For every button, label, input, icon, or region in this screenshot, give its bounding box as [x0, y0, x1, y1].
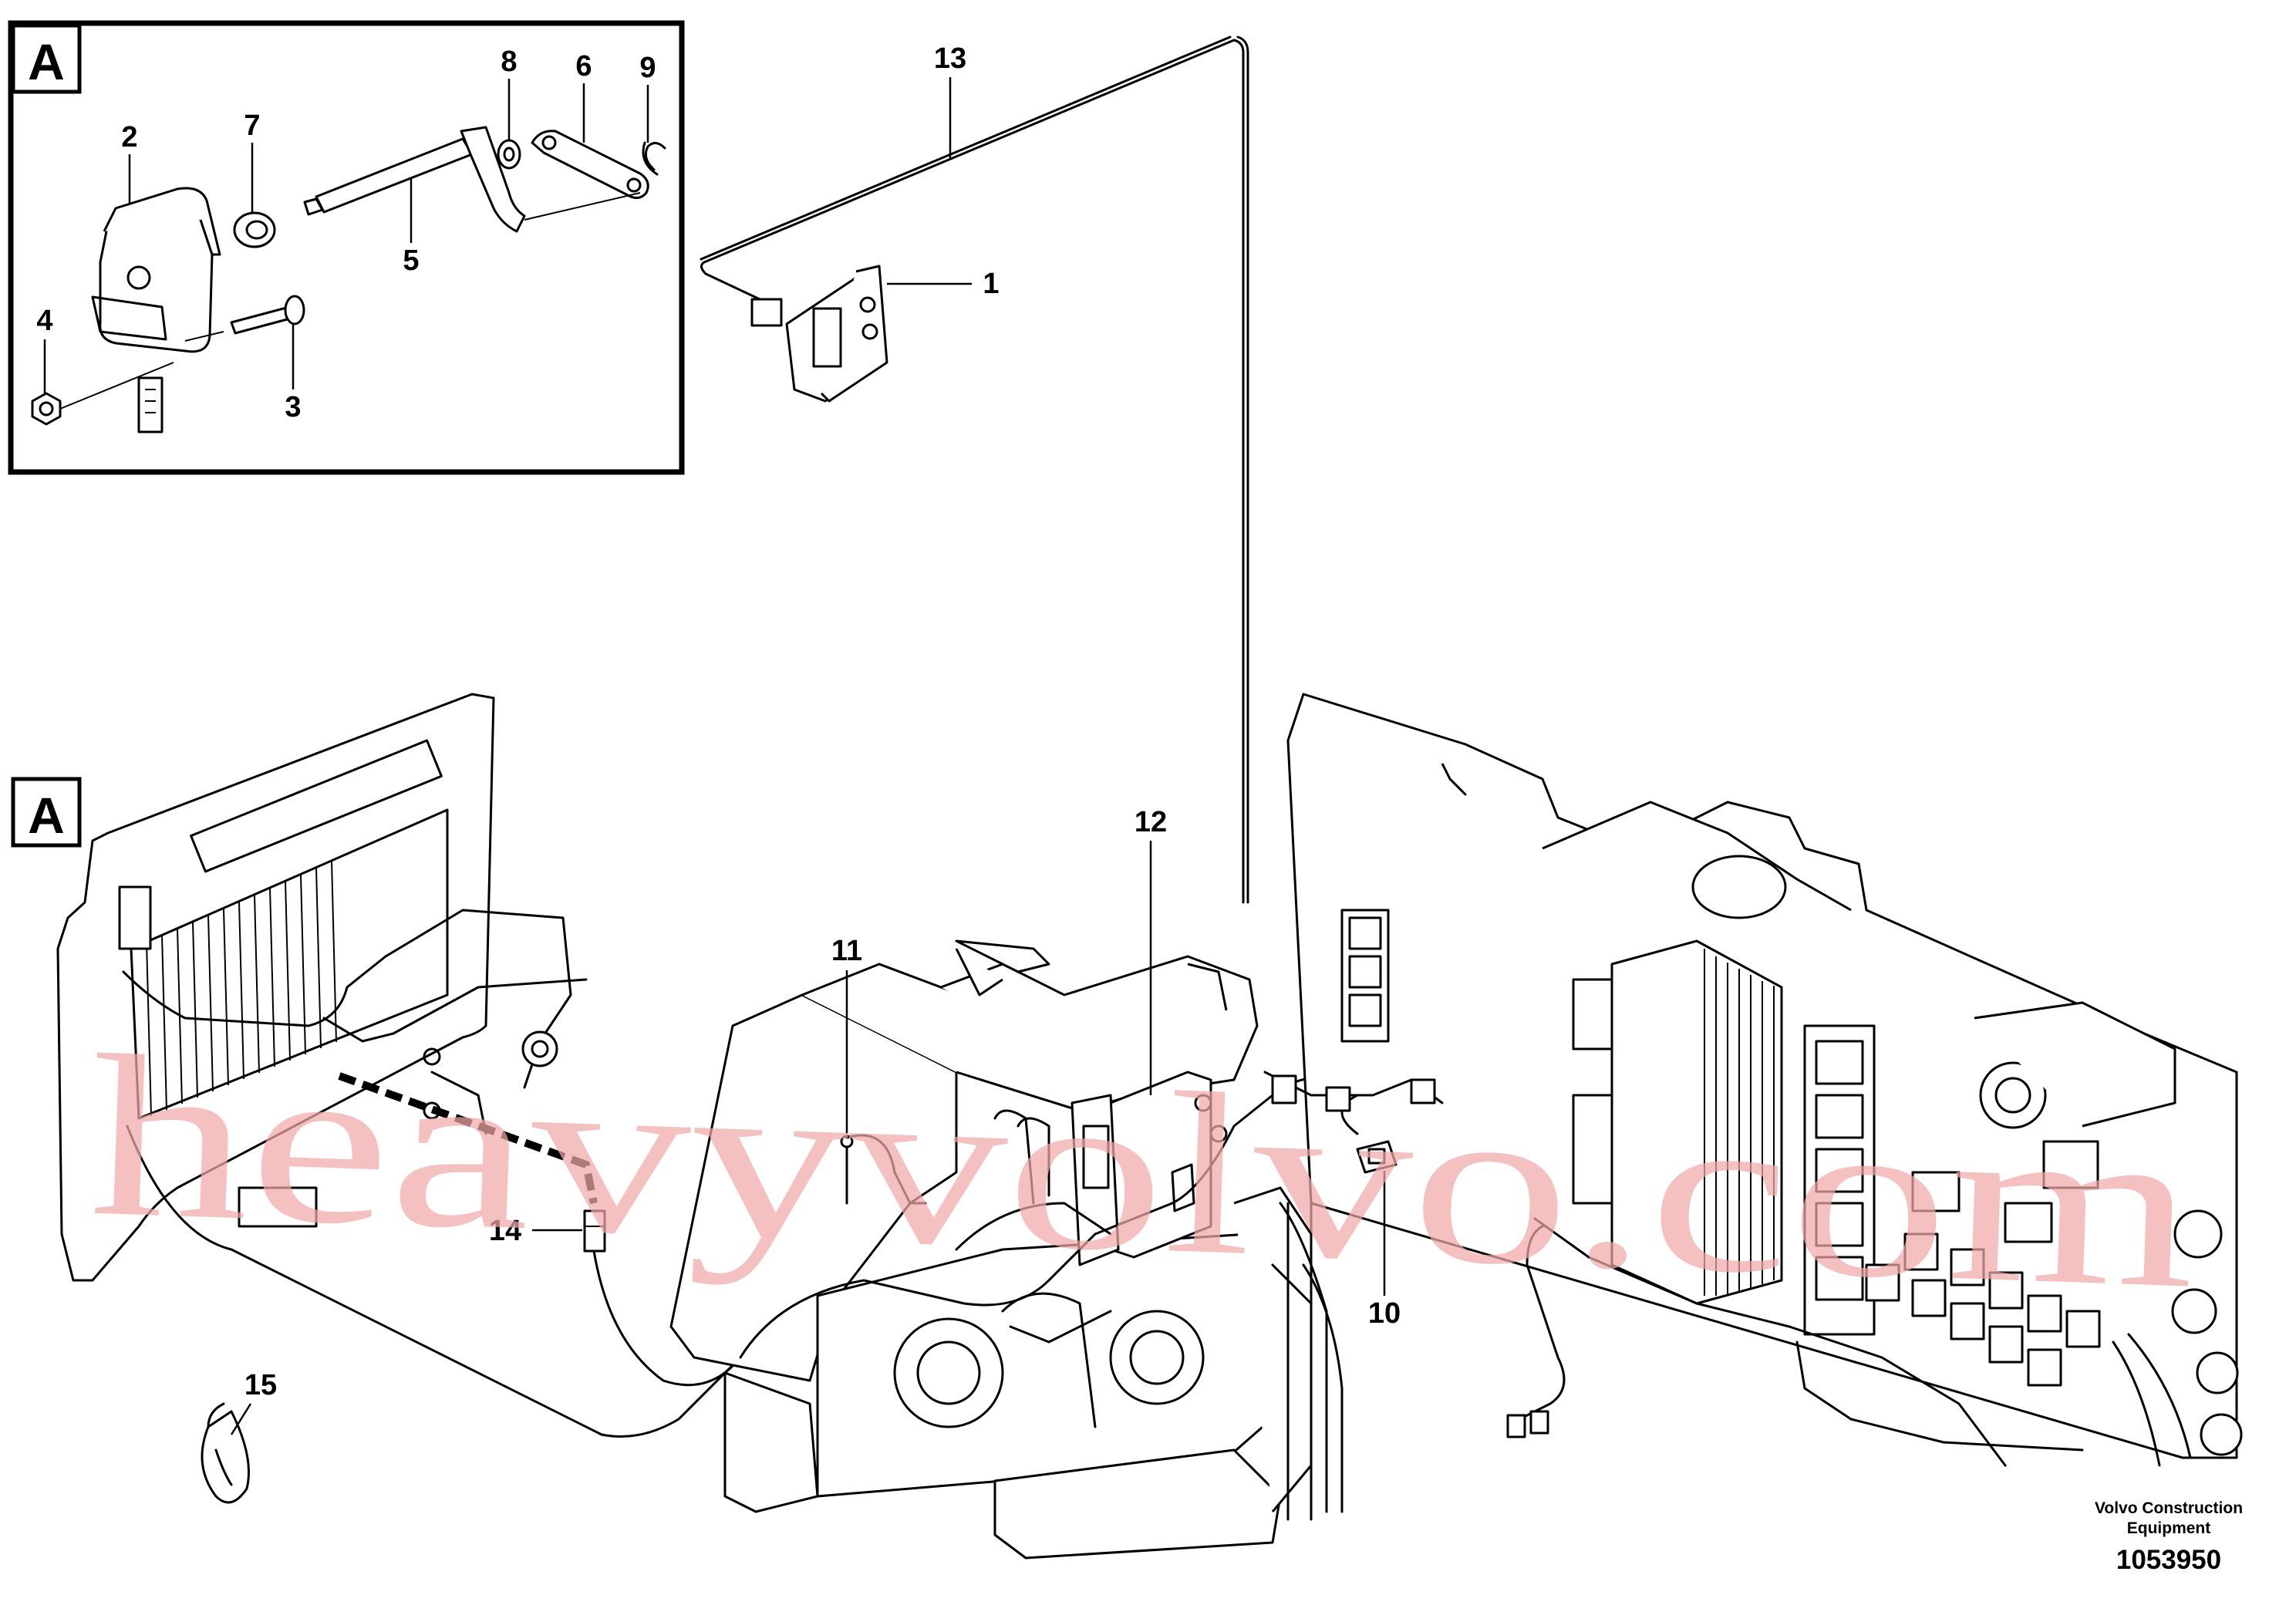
callout-11: 11 — [831, 935, 862, 967]
callout-14: 14 — [489, 1215, 521, 1247]
detail-a-ref-label: A — [28, 787, 65, 844]
relay-switch — [1263, 1071, 1444, 1174]
harness-wire — [126, 1125, 742, 1438]
callout-3: 3 — [285, 391, 301, 423]
callout-12: 12 — [1135, 806, 1167, 838]
drawing-number: 1053950 — [2116, 1545, 2221, 1575]
linkage-rod — [303, 126, 526, 233]
cab-temp-sensor — [840, 1134, 927, 1205]
washer — [497, 139, 521, 170]
detail-a-ref-box — [11, 777, 82, 848]
callout-13: 13 — [934, 42, 966, 75]
callout-4: 4 — [36, 305, 52, 337]
actuator-motor — [91, 187, 221, 433]
callout-5: 5 — [403, 244, 419, 277]
circlip — [642, 141, 666, 176]
control-panel — [750, 265, 888, 403]
hvac-unit — [669, 939, 1344, 1560]
electrical-cabinet — [1286, 693, 2243, 1521]
detail-a-label-box — [11, 23, 82, 94]
callout-15: 15 — [244, 1369, 277, 1401]
callout-8: 8 — [501, 46, 517, 78]
callout-6: 6 — [575, 50, 592, 83]
callout-2: 2 — [121, 121, 137, 153]
evaporator-frame — [56, 693, 588, 1282]
callout-1: 1 — [983, 268, 999, 300]
dashed-hose — [338, 1072, 598, 1204]
lever-arm — [524, 130, 649, 221]
control-cable — [700, 35, 1249, 904]
callout-7: 7 — [244, 110, 260, 142]
detail-a-inset: A — [8, 20, 685, 475]
screw — [184, 295, 305, 342]
detail-a-label: A — [28, 33, 65, 90]
cable-tie — [201, 1402, 250, 1504]
company-name-line2: Equipment — [2127, 1519, 2211, 1537]
callout-9: 9 — [639, 52, 656, 84]
grommet — [233, 211, 276, 248]
company-name-line1: Volvo Construction — [2095, 1499, 2243, 1517]
callout-10: 10 — [1368, 1297, 1401, 1330]
nut — [31, 362, 174, 426]
